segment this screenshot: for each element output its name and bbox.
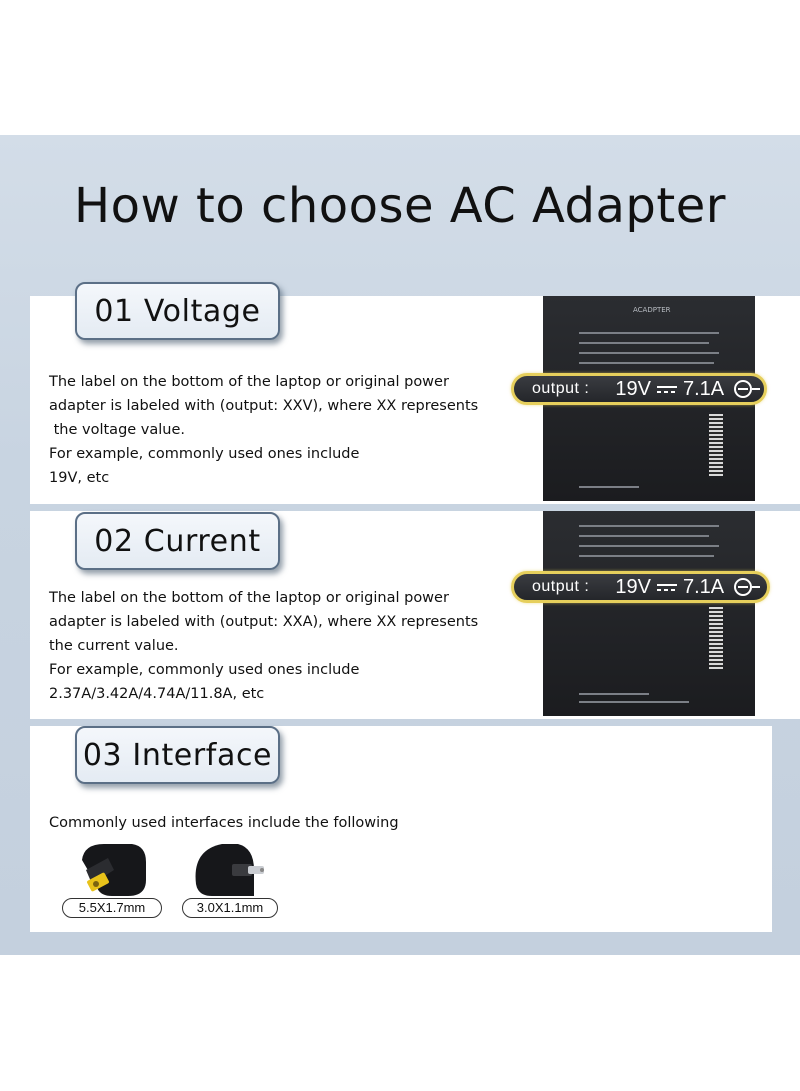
description-line: 19V, etc [49, 470, 110, 486]
description-line: the current value. [49, 638, 179, 654]
label-text-line [579, 525, 719, 527]
voltage-tab: 01 Voltage [75, 282, 280, 340]
current-description: The label on the bottom of the laptop or… [49, 586, 519, 706]
connector-size-label: 3.0X1.1mm [182, 898, 278, 918]
label-text-line [579, 352, 719, 354]
output-callout: output : 19V 7.1A [511, 571, 770, 603]
adapter-label-photo [543, 511, 755, 716]
interface-tab: 03 Interface [75, 726, 280, 784]
label-text-line [579, 555, 714, 557]
polarity-icon [734, 578, 753, 596]
output-voltage: 19V [615, 575, 651, 598]
barcode [709, 414, 723, 476]
label-text-line [579, 545, 719, 547]
description-line: For example, commonly used ones include [49, 446, 360, 462]
page-title: How to choose AC Adapter [74, 178, 726, 234]
description-line: For example, commonly used ones include [49, 662, 360, 678]
label-text-line [579, 486, 639, 488]
voltage-description: The label on the bottom of the laptop or… [49, 370, 519, 490]
dc-symbol-icon [656, 583, 677, 591]
description-line: the voltage value. [49, 422, 186, 438]
description-line: The label on the bottom of the laptop or… [49, 590, 449, 606]
label-text-line [579, 701, 689, 703]
output-voltage: 19V [615, 377, 651, 400]
barrel-plug-icon [195, 844, 264, 896]
interface-description: Commonly used interfaces include the fol… [49, 811, 519, 835]
label-text-line [579, 362, 714, 364]
connector-5-5x1-7: 5.5X1.7mm [62, 840, 162, 918]
barrel-plug-icon [82, 844, 146, 896]
barcode [709, 607, 723, 669]
connector-size-label: 5.5X1.7mm [62, 898, 162, 918]
adapter-photo-header: ACADPTER [633, 306, 671, 314]
polarity-icon [734, 380, 753, 398]
label-text-line [579, 693, 649, 695]
label-text-line [579, 535, 709, 537]
output-label: output : [532, 380, 590, 397]
description-line: adapter is labeled with (output: XXV), w… [49, 398, 479, 414]
description-line: adapter is labeled with (output: XXA), w… [49, 614, 479, 630]
output-current: 7.1A [682, 575, 725, 598]
output-current: 7.1A [682, 377, 725, 400]
description-line: Commonly used interfaces include the fol… [49, 815, 399, 831]
dc-symbol-icon [656, 385, 677, 393]
description-line: 2.37A/3.42A/4.74A/11.8A, etc [49, 686, 265, 702]
label-text-line [579, 342, 709, 344]
label-text-line [579, 332, 719, 334]
output-label: output : [532, 578, 590, 595]
current-tab: 02 Current [75, 512, 280, 570]
output-callout: output : 19V 7.1A [511, 373, 767, 405]
description-line: The label on the bottom of the laptop or… [49, 374, 449, 390]
connector-3-0x1-1: 3.0X1.1mm [182, 840, 282, 918]
